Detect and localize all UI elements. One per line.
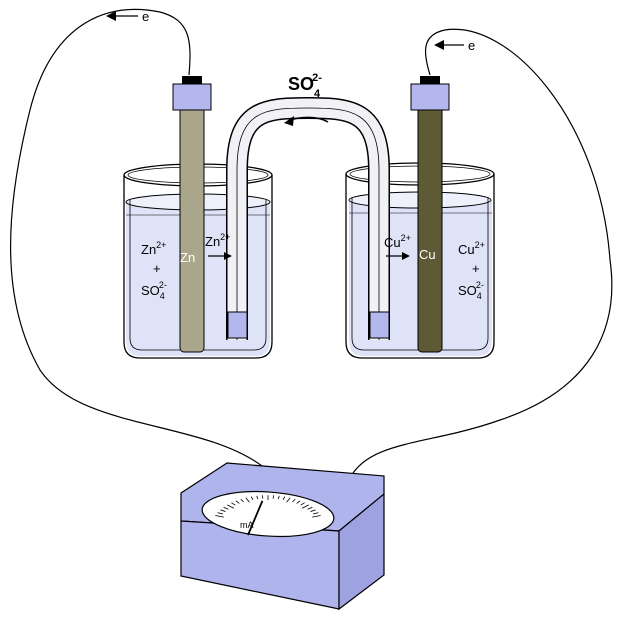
electron-label-left: e [142,9,149,24]
copper-electrode [410,76,450,353]
dial-tick [220,509,226,512]
dial-tick [310,509,316,512]
dial-tick [277,495,280,500]
dial-tick [245,497,250,503]
dial-tick [292,498,296,503]
copper-electrode-label: Cu [419,247,436,262]
meter-unit-label: mA [240,520,254,530]
meter-dial-scale [215,495,321,518]
dial-tick [240,498,244,503]
left-ion-top: Zn2+ [141,240,166,257]
meter-side-face [338,492,385,611]
dial-tick [231,502,236,506]
dial-tick [261,495,264,499]
right-ion-bottom: SO42- [458,280,484,301]
right-ion-top: Cu2+ [458,240,485,257]
left-ion-arrow [208,252,232,260]
electron-flow-right: e [434,38,475,53]
dial-tick [215,515,224,518]
dial-tick [282,496,286,500]
zinc-electrode-label: Zn [180,250,195,265]
zinc-electrode [172,76,212,353]
meter-dial [201,490,335,538]
salt-bridge [226,96,390,340]
dial-tick [312,515,321,518]
left-plus: + [153,261,161,276]
wire-right [349,28,613,479]
dial-tick [307,506,313,510]
right-plus: + [472,261,480,276]
dial-tick [250,496,254,500]
electron-label-right: e [468,38,475,53]
dial-tick [312,512,319,515]
dial-tick [302,504,309,509]
dial-tick [223,506,229,510]
ammeter: mA [180,462,385,611]
dial-tick [235,500,240,504]
right-ion-arrow [386,252,410,260]
meter-needle [247,500,264,536]
dial-tick [300,502,305,506]
left-ion-moving: Zn2+ [205,232,230,249]
dial-tick [217,512,224,515]
left-ion-bottom: SO42- [141,280,167,301]
bridge-ion-label: SO42- [288,72,322,100]
wire-left [9,8,263,467]
right-ion-moving: Cu2+ [384,233,411,250]
dial-tick [286,497,291,503]
dial-tick [272,495,275,499]
dial-tick [227,504,234,509]
electron-flow-left: e [106,9,149,24]
dial-tick [256,495,259,500]
dial-tick [296,500,301,504]
